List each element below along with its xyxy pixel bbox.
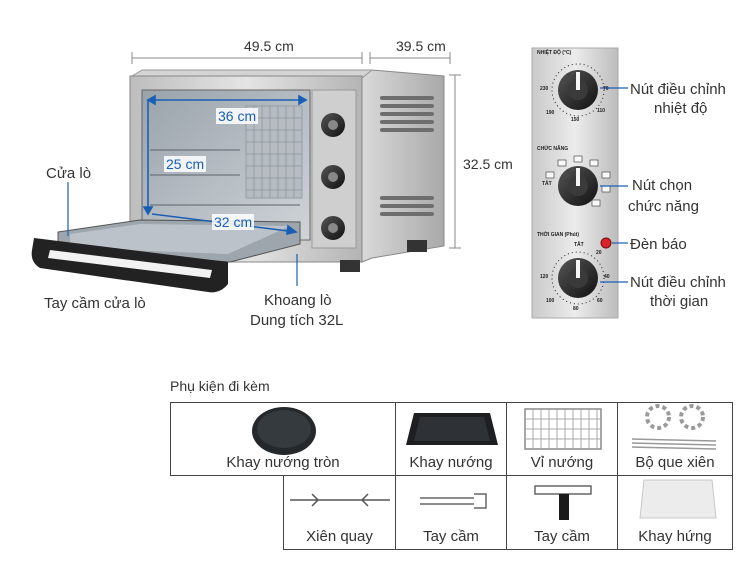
accessory-label: Khay nướng [409, 454, 493, 471]
depth-label: 39.5 cm [396, 38, 446, 54]
timer-dial [551, 251, 605, 305]
accessory-label: Vỉ nướng [530, 454, 594, 471]
interior-width-label: 36 cm [216, 108, 259, 124]
panel-temp-110: 110 [597, 108, 606, 114]
accessory-cell: Khay hứng [617, 475, 733, 550]
panel-time-40: 40 [604, 274, 610, 280]
accessory-label: Tay cầm [423, 528, 479, 545]
indicator-light-label: Đèn báo [630, 236, 687, 253]
oven-door [31, 219, 301, 293]
indicator-light [600, 237, 612, 249]
accessory-cell: Vỉ nướng [506, 402, 618, 476]
interior-height-label: 25 cm [164, 156, 207, 172]
door-label: Cửa lò [46, 165, 92, 182]
panel-time-off: TẮT [574, 242, 584, 248]
rack-handle-icon [534, 485, 592, 520]
control-panel [531, 47, 628, 319]
panel-temp-190: 190 [546, 110, 555, 116]
panel-func-title: CHỨC NĂNG [537, 146, 569, 152]
panel-temp-150: 150 [571, 117, 580, 123]
interior-depth-label: 32 cm [212, 214, 255, 230]
depth-dimension-line [369, 52, 451, 64]
accessory-label: Xiên quay [306, 528, 373, 545]
accessory-cell: Tay cầm [506, 475, 618, 550]
panel-temp-230: 230 [540, 86, 549, 92]
rotisserie-spit-icon [290, 493, 390, 507]
accessory-label: Bộ que xiên [635, 454, 715, 471]
side-vents [380, 96, 434, 216]
oven-illustration [31, 47, 628, 319]
panel-time-60: 60 [597, 298, 603, 304]
wire-rack-icon [524, 408, 602, 450]
height-dimension-line [449, 74, 461, 249]
width-dimension-line [131, 52, 363, 64]
width-label: 49.5 cm [244, 38, 294, 54]
panel-temp-70: 70 [603, 86, 609, 92]
baking-tray-icon [406, 413, 498, 445]
accessory-cell: Khay nướng tròn [170, 402, 396, 476]
cavity-label-line2: Dung tích 32L [250, 312, 344, 329]
front-knobs [321, 113, 345, 240]
accessory-cell: Bộ que xiên [617, 402, 733, 476]
temperature-dial [551, 63, 605, 117]
round-baking-tray-icon [252, 407, 316, 455]
skewer-set-icon [631, 404, 717, 450]
timer-knob-label-line2: thời gian [650, 293, 709, 310]
function-dial [558, 166, 598, 206]
height-label: 32.5 cm [463, 156, 513, 172]
panel-time-title: THỜI GIAN (Phút) [537, 232, 580, 238]
leader-lines [67, 182, 298, 286]
accessory-cell: Xiên quay [283, 475, 396, 550]
accessories-title: Phụ kiện đi kèm [170, 378, 270, 394]
cavity-rack [150, 149, 300, 206]
accessory-cell: Khay nướng [395, 402, 507, 476]
panel-temp-title: NHIỆT ĐỘ (°C) [537, 50, 572, 56]
crumb-tray-icon [639, 479, 717, 519]
function-icons [545, 155, 611, 207]
panel-time-20: 20 [596, 250, 602, 256]
accessory-label: Khay nướng tròn [226, 454, 340, 471]
temp-knob-label-line1: Nút điều chỉnh [630, 81, 726, 98]
panel-func-off: TẮT [542, 181, 552, 187]
panel-time-120: 120 [540, 274, 549, 280]
door-handle-label: Tay cầm cửa lò [44, 295, 146, 312]
tray-handle-icon [420, 493, 487, 509]
panel-time-100: 100 [546, 298, 555, 304]
function-knob-label-line2: chức năng [628, 198, 699, 215]
accessory-label: Khay hứng [638, 528, 712, 545]
timer-knob-label-line1: Nút điều chỉnh [630, 274, 726, 291]
accessory-cell: Tay cầm [395, 475, 507, 550]
function-knob-label-line1: Nút chọn [632, 177, 693, 194]
accessory-label: Tay cầm [534, 528, 590, 545]
temp-knob-label-line2: nhiệt độ [654, 100, 708, 117]
panel-time-80: 80 [573, 306, 579, 312]
cavity-label-line1: Khoang lò [264, 292, 332, 309]
